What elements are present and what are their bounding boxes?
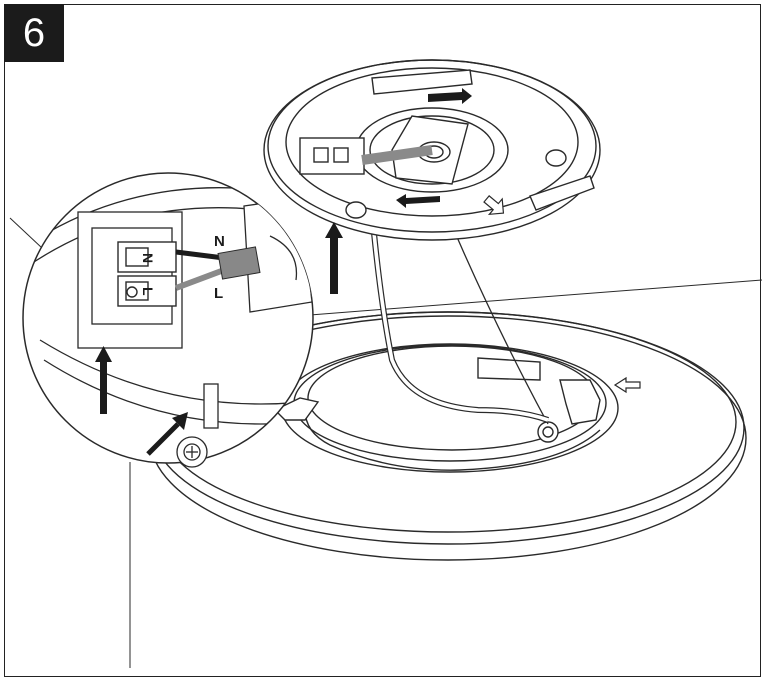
screw-clamp: [176, 383, 219, 468]
live-wire: [174, 267, 226, 291]
zoom-up-arrow-shaft: [100, 362, 107, 414]
plate-wire: [361, 145, 433, 165]
terminal-n-label: N: [140, 253, 156, 263]
instruction-frame: [4, 4, 761, 677]
terminal-block: [117, 241, 177, 307]
leader-line-left: [9, 217, 43, 249]
push-up-arrow-icon: [325, 222, 343, 238]
diagonal-arrow-icon: [172, 412, 188, 430]
rotate-arrow-top-icon: [428, 88, 472, 104]
diagonal-arrow-shaft: [146, 422, 180, 456]
insert-arrow-icon: [613, 376, 641, 394]
push-up-arrow-shaft: [330, 236, 338, 294]
terminal-l-label: L: [140, 287, 156, 296]
live-label: L: [214, 285, 223, 302]
rotate-arrow-bottom-icon: [396, 194, 440, 208]
neutral-label: N: [214, 233, 225, 250]
zoom-detail: N L N L: [22, 172, 314, 468]
plate-arrow-icon: [483, 195, 505, 216]
zoom-up-arrow-icon: [95, 346, 112, 362]
cable-sheath: [217, 246, 261, 280]
neutral-wire: [175, 249, 225, 261]
step-number-badge: 6: [4, 4, 64, 62]
